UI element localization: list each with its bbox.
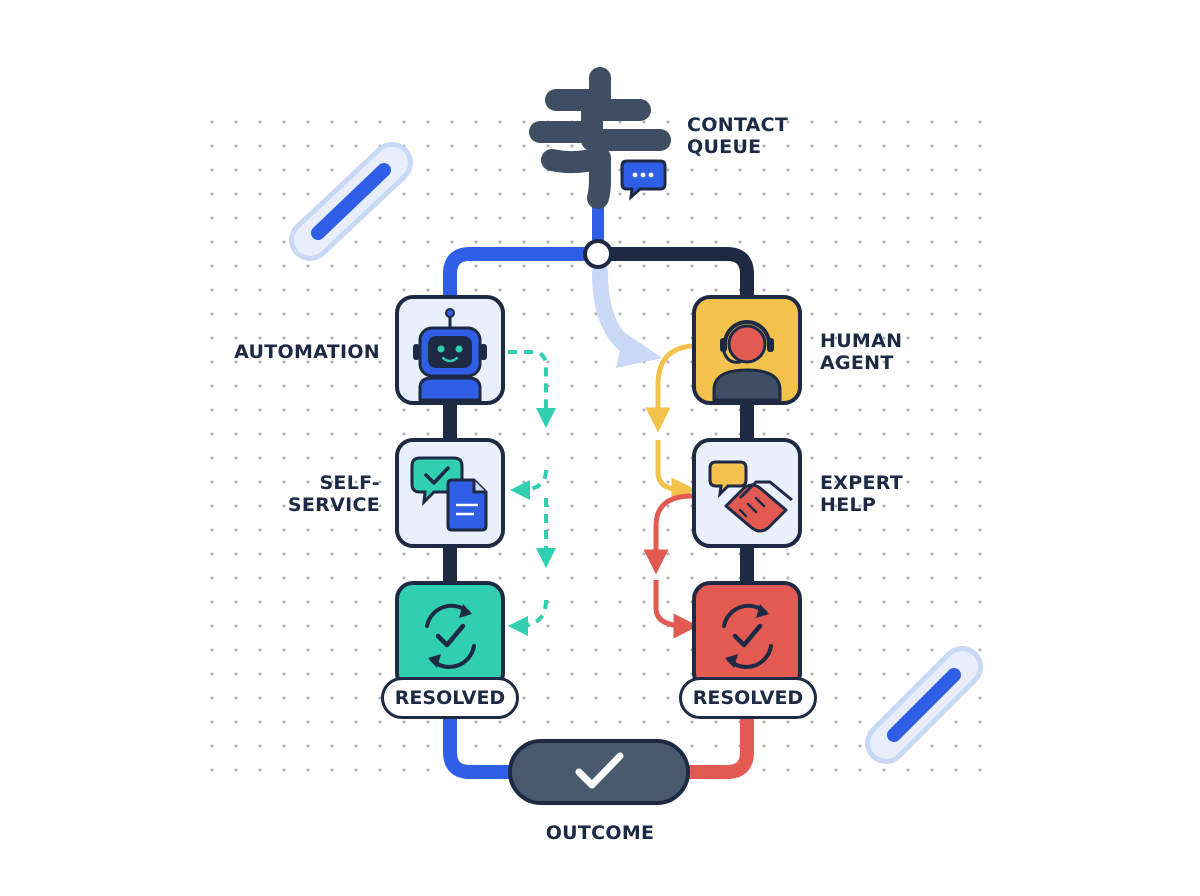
cloud-icon bbox=[529, 67, 671, 209]
expert-help-label: EXPERT HELP bbox=[820, 472, 904, 516]
decor-capsule-top-left bbox=[289, 142, 413, 261]
chat-document-icon bbox=[410, 456, 488, 532]
self-service-label: SELF- SERVICE bbox=[287, 472, 380, 516]
resolved-tile-right bbox=[692, 581, 802, 691]
checkmark-icon bbox=[575, 752, 624, 789]
contact-queue-label: CONTACT QUEUE bbox=[687, 114, 789, 158]
sync-check-icon bbox=[722, 603, 773, 669]
sync-check-icon bbox=[425, 603, 476, 669]
resolved-tile-left bbox=[395, 581, 505, 691]
human-agent-label: HUMAN AGENT bbox=[820, 330, 903, 374]
automation-tile bbox=[395, 295, 505, 405]
handshake-icon bbox=[708, 460, 793, 533]
chat-bubble-icon bbox=[620, 159, 667, 201]
expert-help-tile bbox=[692, 438, 802, 548]
left-track-bottom bbox=[443, 711, 547, 779]
self-service-tile bbox=[395, 438, 505, 548]
outcome-label: OUTCOME bbox=[545, 822, 655, 844]
robot-icon bbox=[413, 308, 487, 402]
outcome-pill bbox=[508, 739, 690, 805]
right-track-bottom bbox=[653, 711, 754, 779]
teal-dashed-arrows bbox=[508, 350, 556, 636]
automation-label: AUTOMATION bbox=[234, 341, 380, 363]
left-track-top bbox=[443, 247, 605, 307]
handoff-arrow bbox=[592, 264, 662, 368]
junction-node bbox=[583, 239, 613, 269]
decor-capsule-bottom-right bbox=[865, 646, 983, 764]
resolved-badge-right: RESOLVED bbox=[679, 677, 817, 719]
human-agent-tile bbox=[692, 295, 802, 405]
headset-agent-icon bbox=[712, 320, 782, 402]
yellow-arrows bbox=[645, 343, 697, 503]
red-arrows bbox=[643, 493, 699, 639]
right-track-top bbox=[591, 247, 754, 307]
resolved-badge-left: RESOLVED bbox=[381, 677, 519, 719]
